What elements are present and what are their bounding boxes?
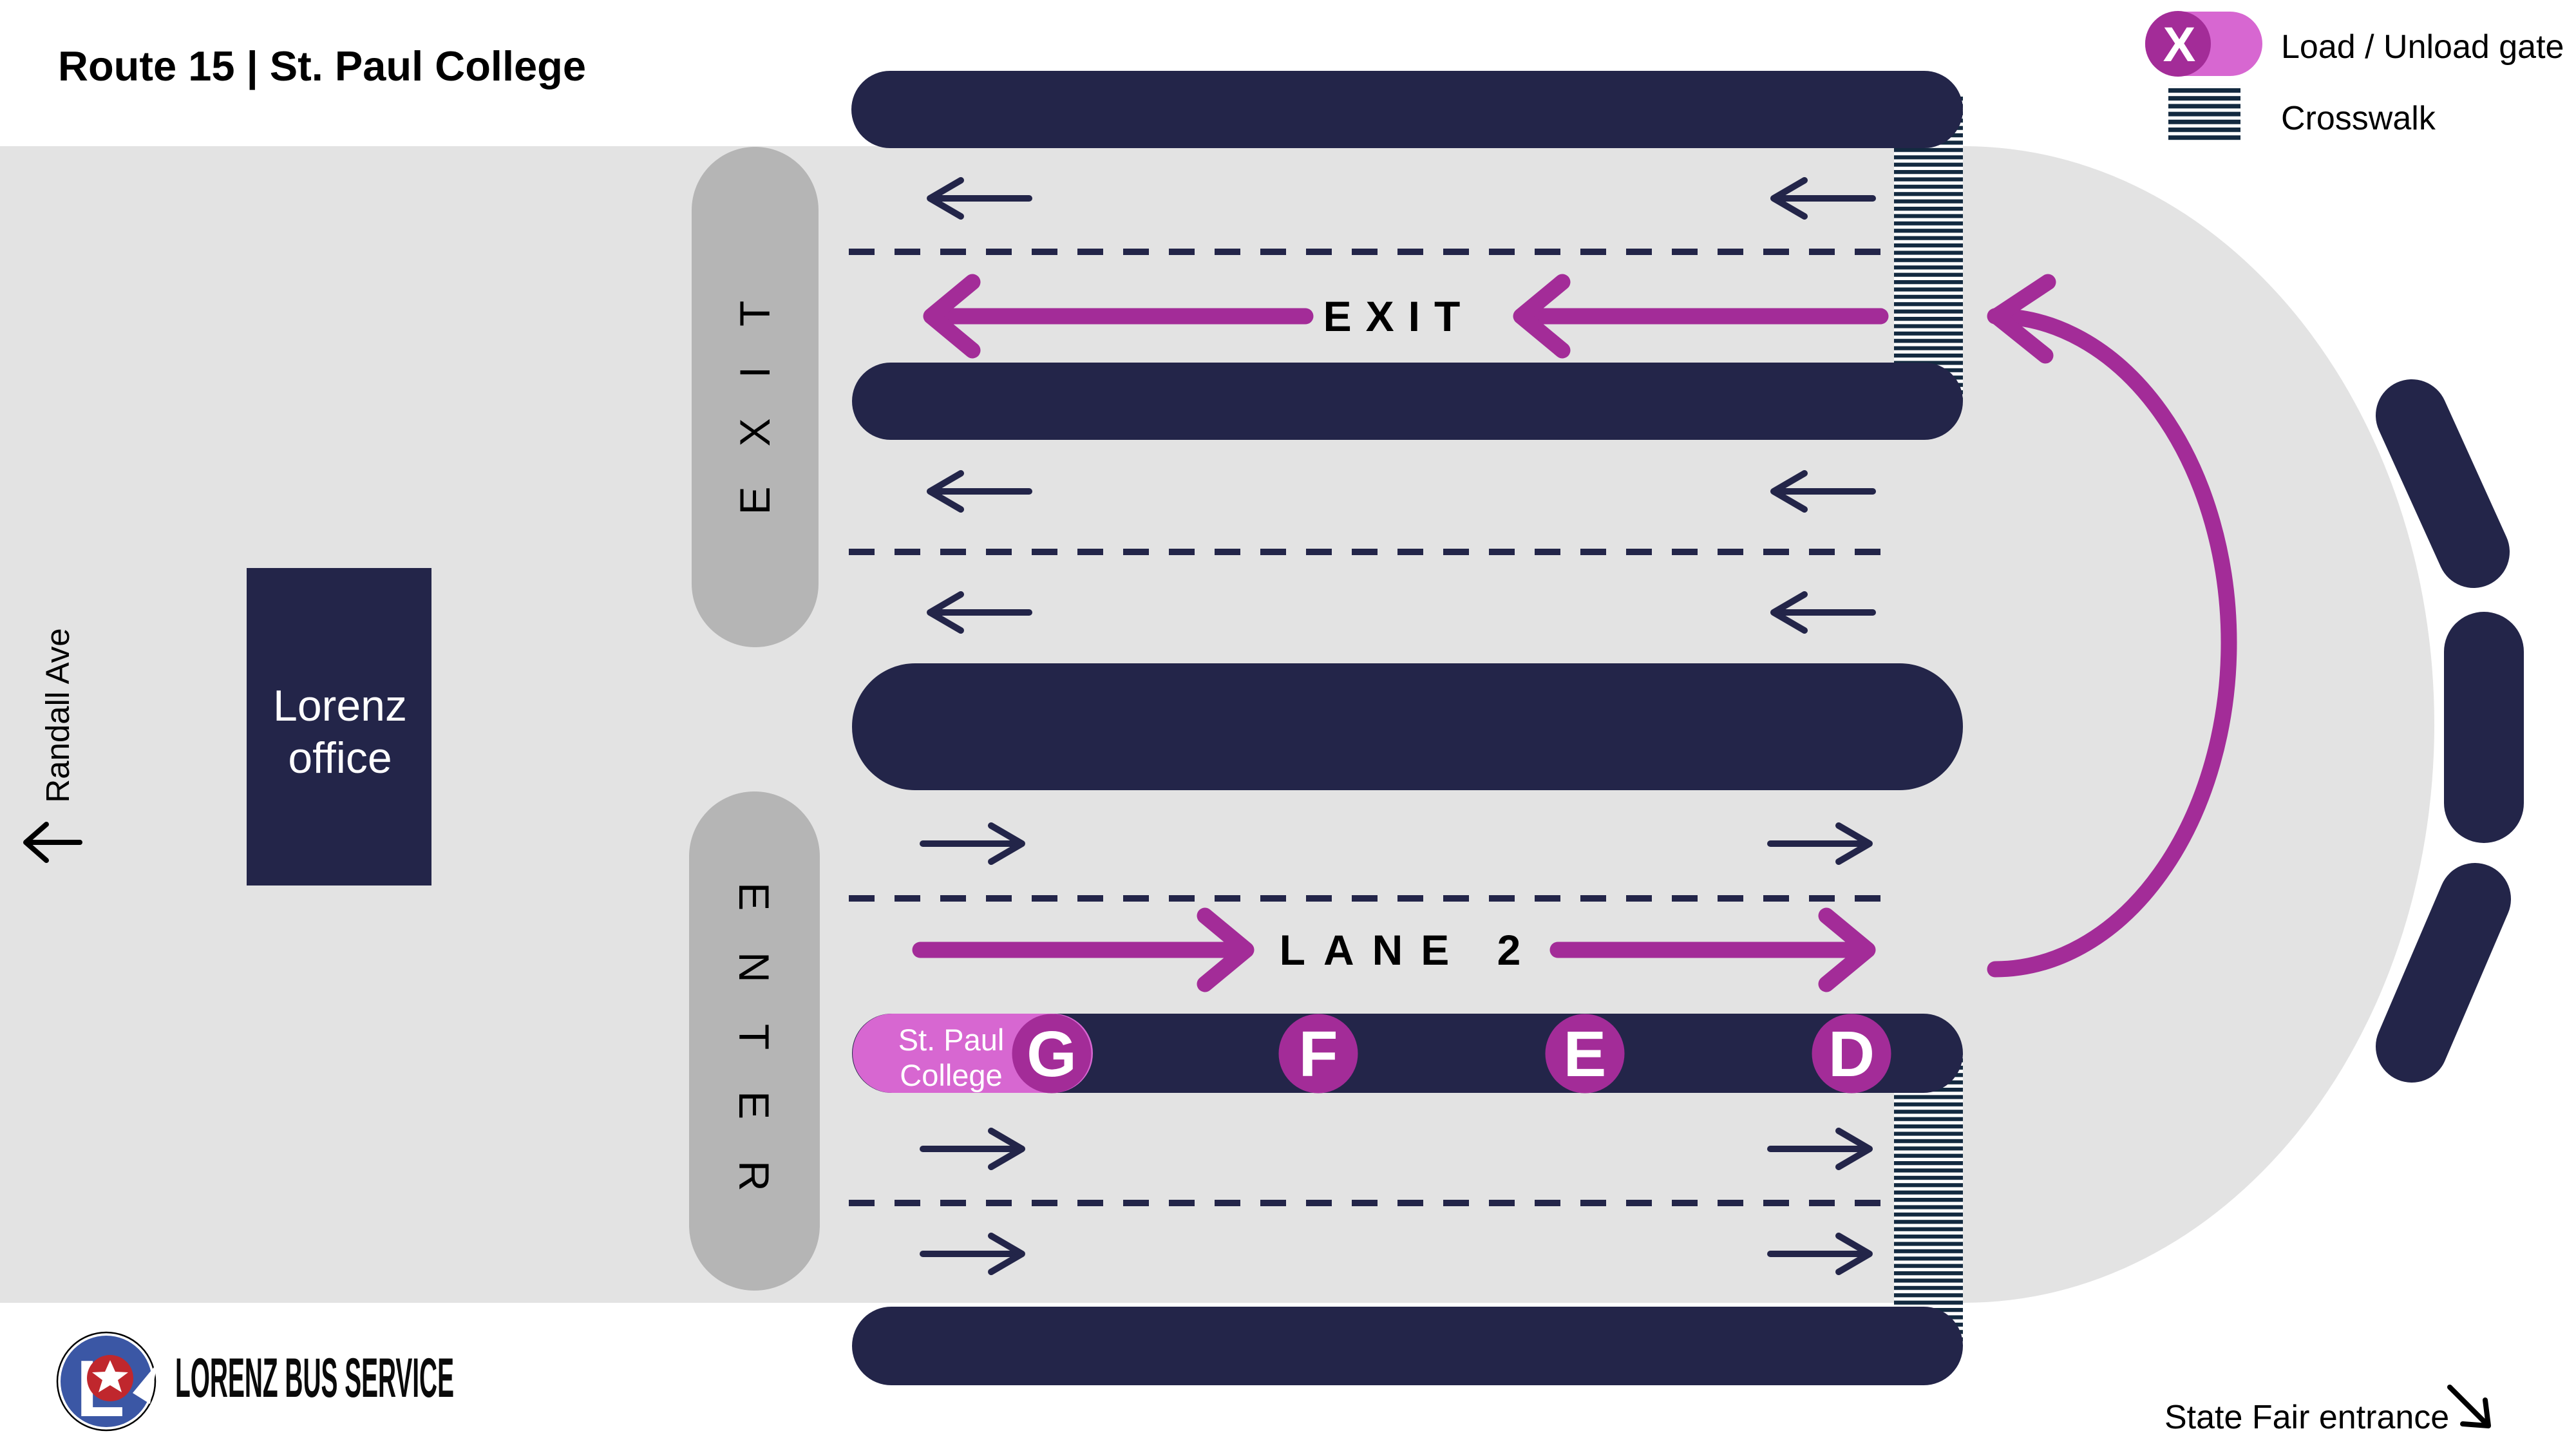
svg-text:ENTER: ENTER xyxy=(730,882,778,1233)
svg-text:D: D xyxy=(1828,1018,1875,1090)
svg-text:College: College xyxy=(900,1058,1002,1092)
svg-text:LANE 2: LANE 2 xyxy=(1280,926,1539,974)
svg-text:EXIT: EXIT xyxy=(1323,292,1475,340)
svg-text:G: G xyxy=(1027,1018,1077,1090)
svg-text:X: X xyxy=(2163,17,2196,72)
svg-text:LORENZ BUS SERVICE: LORENZ BUS SERVICE xyxy=(175,1347,454,1409)
svg-text:EXIT: EXIT xyxy=(731,261,779,515)
svg-text:Route 15 | St. Paul College: Route 15 | St. Paul College xyxy=(58,43,586,90)
svg-text:St. Paul: St. Paul xyxy=(898,1023,1005,1057)
svg-text:office: office xyxy=(288,734,392,782)
svg-text:E: E xyxy=(1564,1018,1607,1090)
svg-text:F: F xyxy=(1298,1018,1338,1090)
svg-text:Lorenz: Lorenz xyxy=(273,681,407,730)
svg-text:Load / Unload gate: Load / Unload gate xyxy=(2281,28,2564,66)
svg-text:Randall Ave: Randall Ave xyxy=(39,628,76,802)
svg-text:Crosswalk: Crosswalk xyxy=(2281,100,2436,137)
svg-text:State Fair entrance: State Fair entrance xyxy=(2164,1399,2449,1436)
